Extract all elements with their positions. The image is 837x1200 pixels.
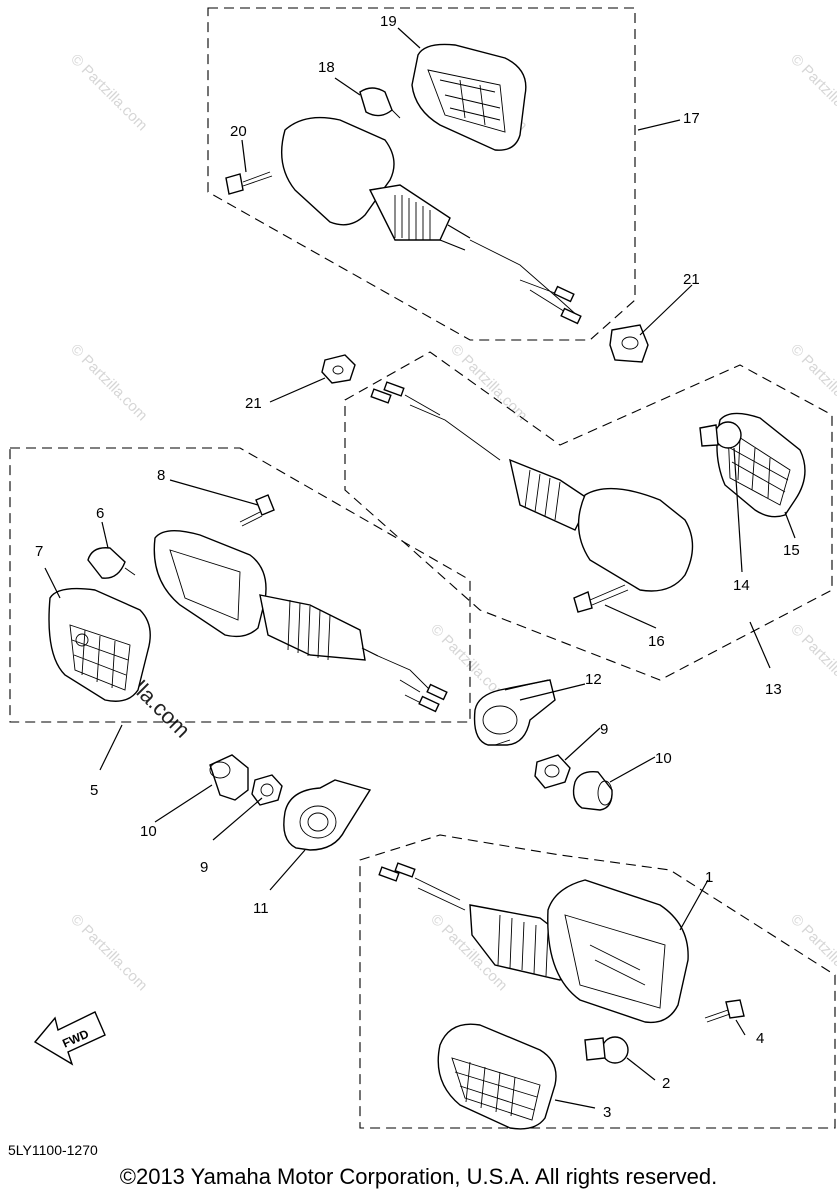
callout-3: 3 (603, 1104, 611, 1121)
callout-5: 5 (90, 782, 98, 799)
turn-signal-assembly-17 (225, 43, 582, 325)
assembly-boxes (9, 7, 836, 1129)
watermark: © Partzilla.com (787, 621, 837, 704)
watermark: © Partzilla.com (67, 51, 150, 134)
watermark: © Partzilla.com (447, 341, 530, 424)
callout-14: 14 (733, 577, 750, 594)
callout-15: 15 (783, 542, 800, 559)
callout-9: 9 (200, 859, 208, 876)
loose-parts-middle (473, 679, 613, 811)
callouts: 19 18 20 17 21 21 8 6 7 15 14 16 13 12 9… (35, 13, 800, 1121)
watermark: © Partzilla.com (67, 341, 150, 424)
callout-21: 21 (683, 271, 700, 288)
copyright-notice: ©2013 Yamaha Motor Corporation, U.S.A. A… (119, 1164, 718, 1189)
callout-7: 7 (35, 543, 43, 560)
callout-10: 10 (140, 823, 157, 840)
callout-4: 4 (756, 1030, 764, 1047)
callout-9: 9 (600, 721, 608, 738)
callout-16: 16 (648, 633, 665, 650)
callout-18: 18 (318, 59, 335, 76)
turn-signal-assembly-5 (48, 494, 448, 713)
callout-10: 10 (655, 750, 672, 767)
callout-21: 21 (245, 395, 262, 412)
leader-lines (44, 27, 796, 1109)
watermark: © Partzilla.com (67, 911, 150, 994)
forward-arrow-icon: FWD (33, 1011, 106, 1066)
callout-19: 19 (380, 13, 397, 30)
grommet-21 (609, 324, 649, 363)
loose-parts-lower (209, 754, 372, 851)
turn-signal-assembly-1 (378, 862, 745, 1130)
callout-12: 12 (585, 671, 602, 688)
watermark: © Partzilla.com (787, 341, 837, 424)
document-code: 5LY1100-1270 (8, 1142, 98, 1158)
callout-13: 13 (765, 681, 782, 698)
watermarks: © Partzilla.com © Partzilla.com © Partzi… (67, 51, 837, 994)
turn-signal-assembly-13 (321, 354, 806, 613)
callout-8: 8 (157, 467, 165, 484)
callout-20: 20 (230, 123, 247, 140)
callout-1: 1 (705, 869, 713, 886)
callout-2: 2 (662, 1075, 670, 1092)
watermark: © Partzilla.com (787, 51, 837, 134)
watermark: © Partzilla.com (787, 911, 837, 994)
callout-17: 17 (683, 110, 700, 127)
callout-6: 6 (96, 505, 104, 522)
callout-11: 11 (253, 900, 269, 917)
